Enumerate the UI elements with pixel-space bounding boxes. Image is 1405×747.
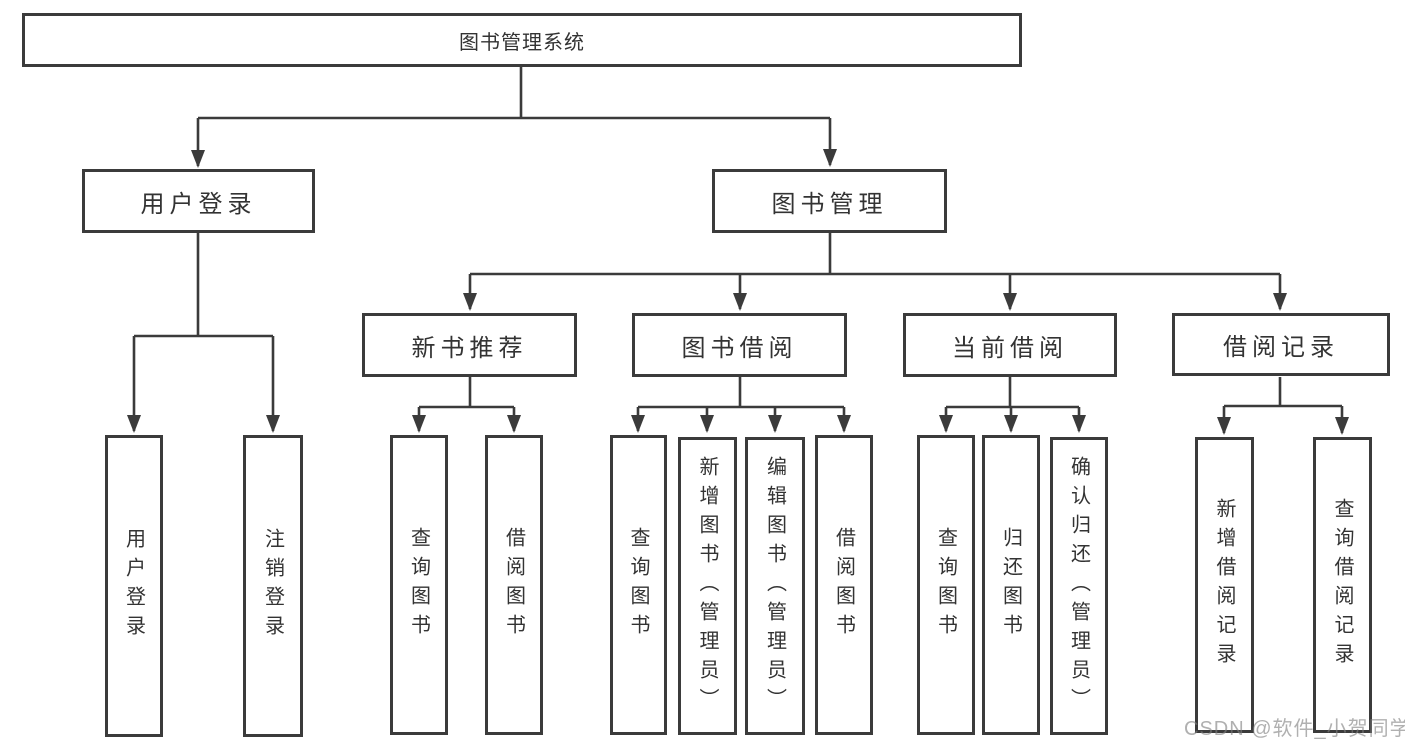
leaf-return-book-label: 归还图书 [999, 527, 1022, 643]
leaf-query-books-recommend: 查询图书 [390, 435, 448, 735]
leaf-query-books-borrow-label: 查询图书 [627, 527, 649, 643]
leaf-logout-label: 注销登录 [261, 528, 284, 644]
leaf-confirm-return-admin-label: 确认归还（管理员） [1067, 455, 1090, 717]
node-borrow-records-label: 借阅记录 [1223, 334, 1339, 361]
leaf-edit-book-admin: 编辑图书（管理员） [745, 437, 805, 735]
node-current-borrow: 当前借阅 [903, 313, 1117, 377]
leaf-user-login: 用户登录 [105, 435, 163, 737]
leaf-user-login-label: 用户登录 [122, 528, 145, 644]
leaf-edit-book-admin-label: 编辑图书（管理员） [763, 455, 786, 717]
node-book-management-label: 图书管理 [771, 190, 888, 218]
leaf-borrow-books-borrow: 借阅图书 [815, 435, 873, 735]
node-new-book-recommend: 新书推荐 [362, 313, 577, 377]
leaf-add-borrow-record: 新增借阅记录 [1195, 437, 1254, 733]
leaf-query-books-current-label: 查询图书 [934, 527, 957, 643]
node-book-borrow-label: 图书借阅 [681, 334, 798, 362]
leaf-borrow-books-borrow-label: 借阅图书 [832, 527, 855, 643]
node-root: 图书管理系统 [22, 13, 1022, 67]
leaf-query-borrow-record-label: 查询借阅记录 [1331, 498, 1353, 672]
node-borrow-records: 借阅记录 [1172, 313, 1390, 376]
leaf-borrow-books-recommend: 借阅图书 [485, 435, 543, 735]
leaf-return-book: 归还图书 [982, 435, 1040, 735]
node-root-label: 图书管理系统 [459, 31, 585, 54]
leaf-add-book-admin-label: 新增图书（管理员） [696, 455, 718, 717]
leaf-add-borrow-record-label: 新增借阅记录 [1213, 498, 1235, 672]
leaf-query-books-current: 查询图书 [917, 435, 975, 735]
csdn-watermark: CSDN @软件_小贺同学 [1184, 718, 1405, 740]
leaf-add-book-admin: 新增图书（管理员） [678, 437, 737, 735]
leaf-confirm-return-admin: 确认归还（管理员） [1050, 437, 1108, 735]
node-book-management: 图书管理 [712, 169, 947, 233]
node-new-book-recommend-label: 新书推荐 [411, 334, 528, 362]
leaf-query-books-recommend-label: 查询图书 [407, 527, 430, 643]
leaf-borrow-books-recommend-label: 借阅图书 [502, 527, 525, 643]
node-book-borrow: 图书借阅 [632, 313, 847, 377]
node-current-borrow-label: 当前借阅 [952, 334, 1068, 362]
leaf-query-books-borrow: 查询图书 [610, 435, 667, 735]
leaf-query-borrow-record: 查询借阅记录 [1313, 437, 1372, 733]
node-user-login-label: 用户登录 [140, 190, 257, 218]
node-user-login: 用户登录 [82, 169, 315, 233]
leaf-logout: 注销登录 [243, 435, 303, 737]
